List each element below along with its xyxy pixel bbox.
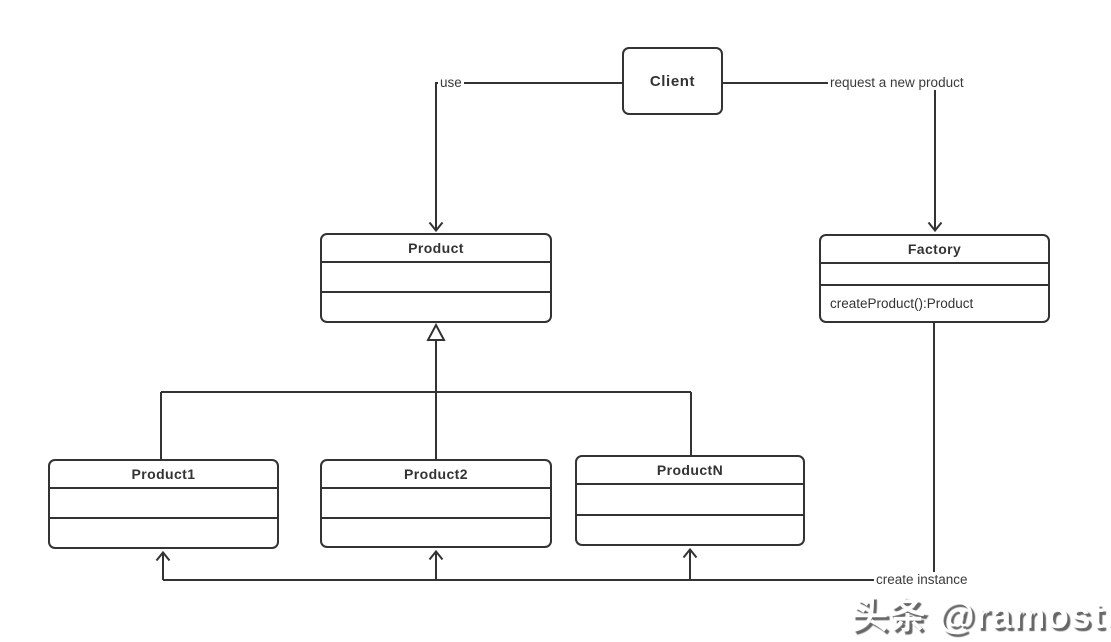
attributes-compartment xyxy=(50,489,277,519)
edge-client-use-product xyxy=(428,82,622,233)
class-box-product2: Product2 xyxy=(320,459,552,548)
methods-compartment xyxy=(322,519,550,547)
class-box-product: Product xyxy=(320,233,552,323)
methods-compartment xyxy=(577,516,803,545)
methods-compartment: createProduct():Product xyxy=(821,286,1048,321)
attributes-compartment xyxy=(821,264,1048,286)
class-name: ProductN xyxy=(577,457,803,485)
attributes-compartment xyxy=(577,485,803,516)
class-box-factory: Factory createProduct():Product xyxy=(819,234,1050,323)
edge-client-request-factory xyxy=(722,82,943,233)
method-label: createProduct():Product xyxy=(830,296,974,311)
class-box-product1: Product1 xyxy=(48,459,279,549)
methods-compartment xyxy=(50,519,277,547)
class-name: Product xyxy=(322,235,550,263)
class-name: Product2 xyxy=(322,461,550,489)
edge-label-use: use xyxy=(438,75,464,90)
edge-label-request-a-new-product: request a new product xyxy=(828,75,966,90)
edge-label-create-instance: create instance xyxy=(874,572,970,587)
methods-compartment xyxy=(322,293,550,321)
edge-generalization-products xyxy=(160,322,692,459)
arrowhead-up-icon xyxy=(428,549,444,561)
class-name: Product1 xyxy=(50,461,277,489)
arrowhead-down-icon xyxy=(428,221,444,233)
attributes-compartment xyxy=(322,263,550,293)
arrowhead-up-icon xyxy=(682,547,698,559)
class-box-client: Client xyxy=(622,47,723,115)
watermark-toutiao-ramostear: 头条 @ramostear xyxy=(851,595,1111,636)
class-box-productN: ProductN xyxy=(575,455,805,546)
arrowhead-up-icon xyxy=(155,550,171,562)
hollow-triangle-icon xyxy=(426,322,446,341)
class-name: Factory xyxy=(821,236,1048,264)
class-name: Client xyxy=(649,72,696,90)
attributes-compartment xyxy=(322,489,550,519)
arrowhead-down-icon xyxy=(927,221,943,233)
